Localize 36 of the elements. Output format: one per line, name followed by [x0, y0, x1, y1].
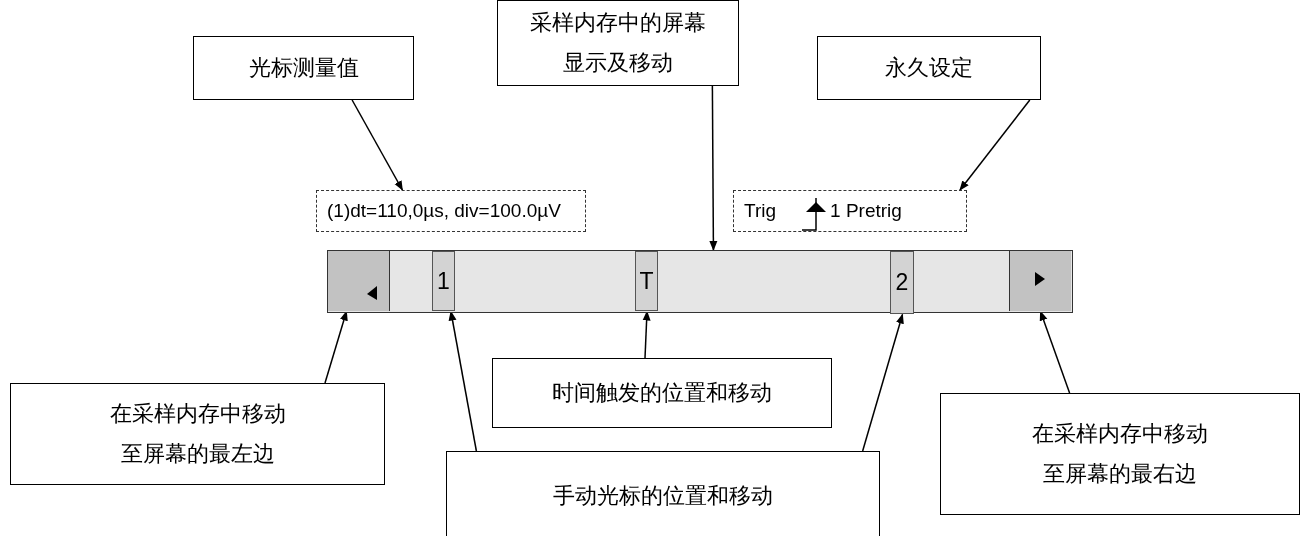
- arrow: [351, 99, 404, 191]
- callout-text: 时间触发的位置和移动: [552, 379, 772, 407]
- scroll-bar: [327, 250, 1073, 313]
- trigger-text: 1 Pretrig: [830, 200, 902, 222]
- callout-text: 手动光标的位置和移动: [553, 482, 773, 510]
- callout-box: [193, 36, 414, 100]
- marker-label: T: [639, 267, 654, 295]
- arrow: [709, 85, 718, 251]
- scroll-button: [328, 251, 390, 311]
- scroll-button: [1009, 251, 1071, 311]
- measurement-text: (1)dt=110,0µs, div=100.0µV: [327, 200, 561, 222]
- readout-box: [316, 190, 586, 232]
- arrow: [642, 310, 651, 359]
- position-marker: [432, 251, 455, 311]
- trigger-text: Trig: [744, 200, 777, 222]
- callout-box: [497, 0, 739, 86]
- callout-text: 在采样内存中移动至屏幕的最右边: [1031, 420, 1209, 488]
- arrow: [448, 310, 478, 452]
- marker-label: 2: [895, 269, 909, 296]
- callout-box: [817, 36, 1041, 100]
- marker-label: 1: [437, 267, 450, 295]
- callout-box: [446, 451, 880, 536]
- callout-box: [492, 358, 832, 428]
- arrow: [1039, 310, 1071, 394]
- position-marker: [890, 251, 914, 314]
- arrow: [324, 310, 348, 384]
- arrow: [861, 313, 904, 452]
- callout-box: [940, 393, 1300, 515]
- callout-box: [10, 383, 385, 485]
- callout-text: 采样内存中的屏幕显示及移动: [529, 9, 707, 77]
- arrow: [959, 99, 1031, 191]
- callout-text: 永久设定: [885, 54, 973, 82]
- position-marker: [635, 251, 658, 311]
- callout-text: 在采样内存中移动至屏幕的最左边: [108, 400, 287, 468]
- readout-box: [733, 190, 967, 232]
- callout-text: 光标测量值: [248, 54, 359, 82]
